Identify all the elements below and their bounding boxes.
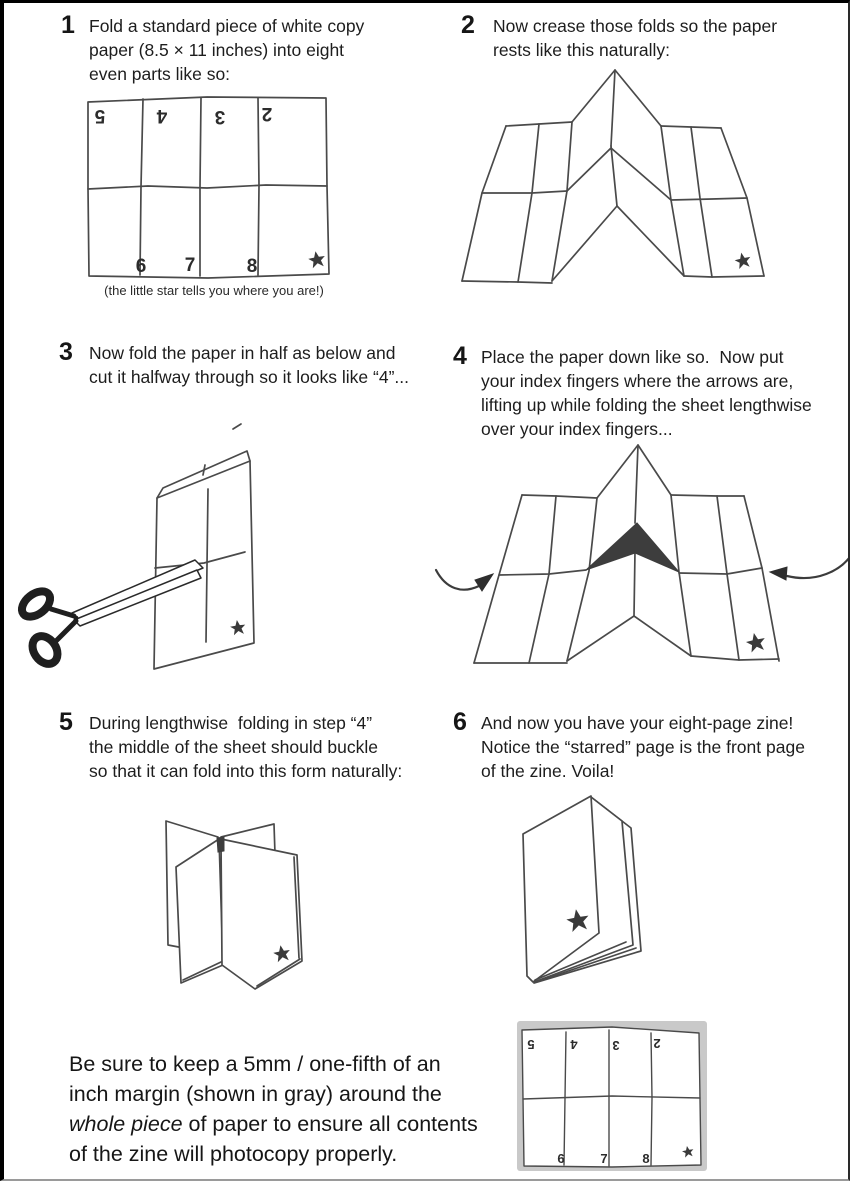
step-5-number: 5 bbox=[59, 708, 73, 736]
cross-fold-drawing bbox=[165, 820, 303, 990]
gray-margin-diagram: 5 4 3 2 6 7 8 bbox=[517, 1021, 707, 1171]
margin-note-line: inch margin (shown in gray) around the bbox=[69, 1082, 442, 1106]
step-2-number: 2 bbox=[461, 11, 475, 39]
grid-number-top: 5 bbox=[94, 105, 105, 126]
cross-fold-outline bbox=[165, 820, 303, 990]
zine-booklet-outline bbox=[522, 795, 642, 984]
step-text-line: rests like this naturally: bbox=[493, 40, 671, 60]
margin-grid-sheet bbox=[521, 1026, 702, 1168]
step-2-text: Now crease those folds so the paper rest… bbox=[493, 14, 777, 62]
step-5-text: During lengthwise folding in step “4” th… bbox=[89, 711, 402, 783]
step-text-line: Now fold the paper in half as below and bbox=[89, 343, 396, 363]
finished-zine-drawing bbox=[522, 795, 642, 984]
step-text-line: Fold a standard piece of white copy bbox=[89, 16, 365, 36]
margin-note-rest: of paper to ensure all contents bbox=[182, 1112, 478, 1136]
lengthwise-fold-arrows-drawing bbox=[434, 444, 848, 664]
grid-number-bottom: 7 bbox=[600, 1151, 607, 1166]
step-1-text: Fold a standard piece of white copy pape… bbox=[89, 14, 364, 86]
step-text-line: Place the paper down like so. Now put bbox=[481, 347, 784, 367]
grid-number-bottom: 7 bbox=[185, 255, 196, 276]
step-1-number: 1 bbox=[61, 11, 75, 39]
step-3-number: 3 bbox=[59, 338, 73, 366]
step-text-line: Now crease those folds so the paper bbox=[493, 16, 778, 36]
step-text-line: And now you have your eight-page zine! bbox=[481, 713, 794, 733]
step-6-text: And now you have your eight-page zine! N… bbox=[481, 711, 805, 783]
scissors bbox=[17, 559, 204, 668]
scissors-cutting-drawing bbox=[17, 423, 255, 670]
step-text-line: so that it can fold into this form natur… bbox=[89, 761, 403, 781]
step-3-text: Now fold the paper in half as below and … bbox=[89, 341, 409, 389]
star-icon bbox=[733, 251, 753, 270]
step-6-number: 6 bbox=[453, 708, 467, 736]
step-text-line: During lengthwise folding in step “4” bbox=[89, 713, 373, 733]
step-text-line: cut it halfway through so it looks like … bbox=[89, 367, 409, 387]
grid-number-top: 4 bbox=[156, 105, 167, 126]
right-fold-arrow-icon bbox=[768, 557, 848, 581]
grid-number-bottom: 8 bbox=[247, 256, 258, 277]
margin-note-line: whole piece of paper to ensure all conte… bbox=[69, 1109, 478, 1139]
grid-caption: (the little star tells you where you are… bbox=[104, 283, 324, 298]
left-fold-arrow-icon bbox=[434, 568, 495, 592]
step-text-line: over your index fingers... bbox=[481, 419, 673, 439]
tent-fold-with-opening bbox=[473, 444, 780, 664]
grid-number-top: 4 bbox=[570, 1037, 578, 1052]
creased-paper-tent-drawing bbox=[461, 69, 765, 284]
step-text-line: of the zine. Voila! bbox=[481, 761, 615, 781]
step-text-line: paper (8.5 × 11 inches) into eight bbox=[89, 40, 345, 60]
grid-number-bottom: 8 bbox=[642, 1151, 649, 1166]
step-text-line: even parts like so: bbox=[89, 64, 231, 84]
margin-note-line: Be sure to keep a 5mm / one-fifth of an bbox=[69, 1052, 441, 1076]
step-text-line: your index fingers where the arrows are, bbox=[481, 371, 794, 391]
step-4-number: 4 bbox=[453, 342, 467, 370]
step-4-text: Place the paper down like so. Now put yo… bbox=[481, 345, 812, 441]
grid-sheet-outline bbox=[87, 96, 330, 279]
margin-note-line: of the zine will photocopy properly. bbox=[69, 1142, 398, 1166]
grid-number-top: 3 bbox=[215, 106, 226, 127]
grid-number-bottom: 6 bbox=[136, 256, 147, 277]
grid-number-top: 3 bbox=[612, 1038, 619, 1053]
star-icon bbox=[744, 631, 768, 654]
grid-number-top: 2 bbox=[653, 1036, 660, 1051]
grid-number-top: 2 bbox=[262, 103, 273, 124]
folded-paper bbox=[153, 423, 255, 670]
margin-note-italic: whole piece bbox=[69, 1112, 183, 1136]
grid-number-bottom: 6 bbox=[557, 1151, 564, 1166]
margin-note: Be sure to keep a 5mm / one-fifth of an … bbox=[69, 1049, 478, 1169]
star-icon bbox=[307, 249, 327, 269]
tent-fold-outline bbox=[461, 69, 765, 284]
numbered-grid-sheet-drawing: 5 4 3 2 6 7 8 bbox=[87, 96, 330, 279]
step-text-line: lifting up while folding the sheet lengt… bbox=[481, 395, 812, 415]
step-text-line: the middle of the sheet should buckle bbox=[89, 737, 378, 757]
grid-number-top: 5 bbox=[527, 1037, 534, 1052]
step-text-line: Notice the “starred” page is the front p… bbox=[481, 737, 805, 757]
